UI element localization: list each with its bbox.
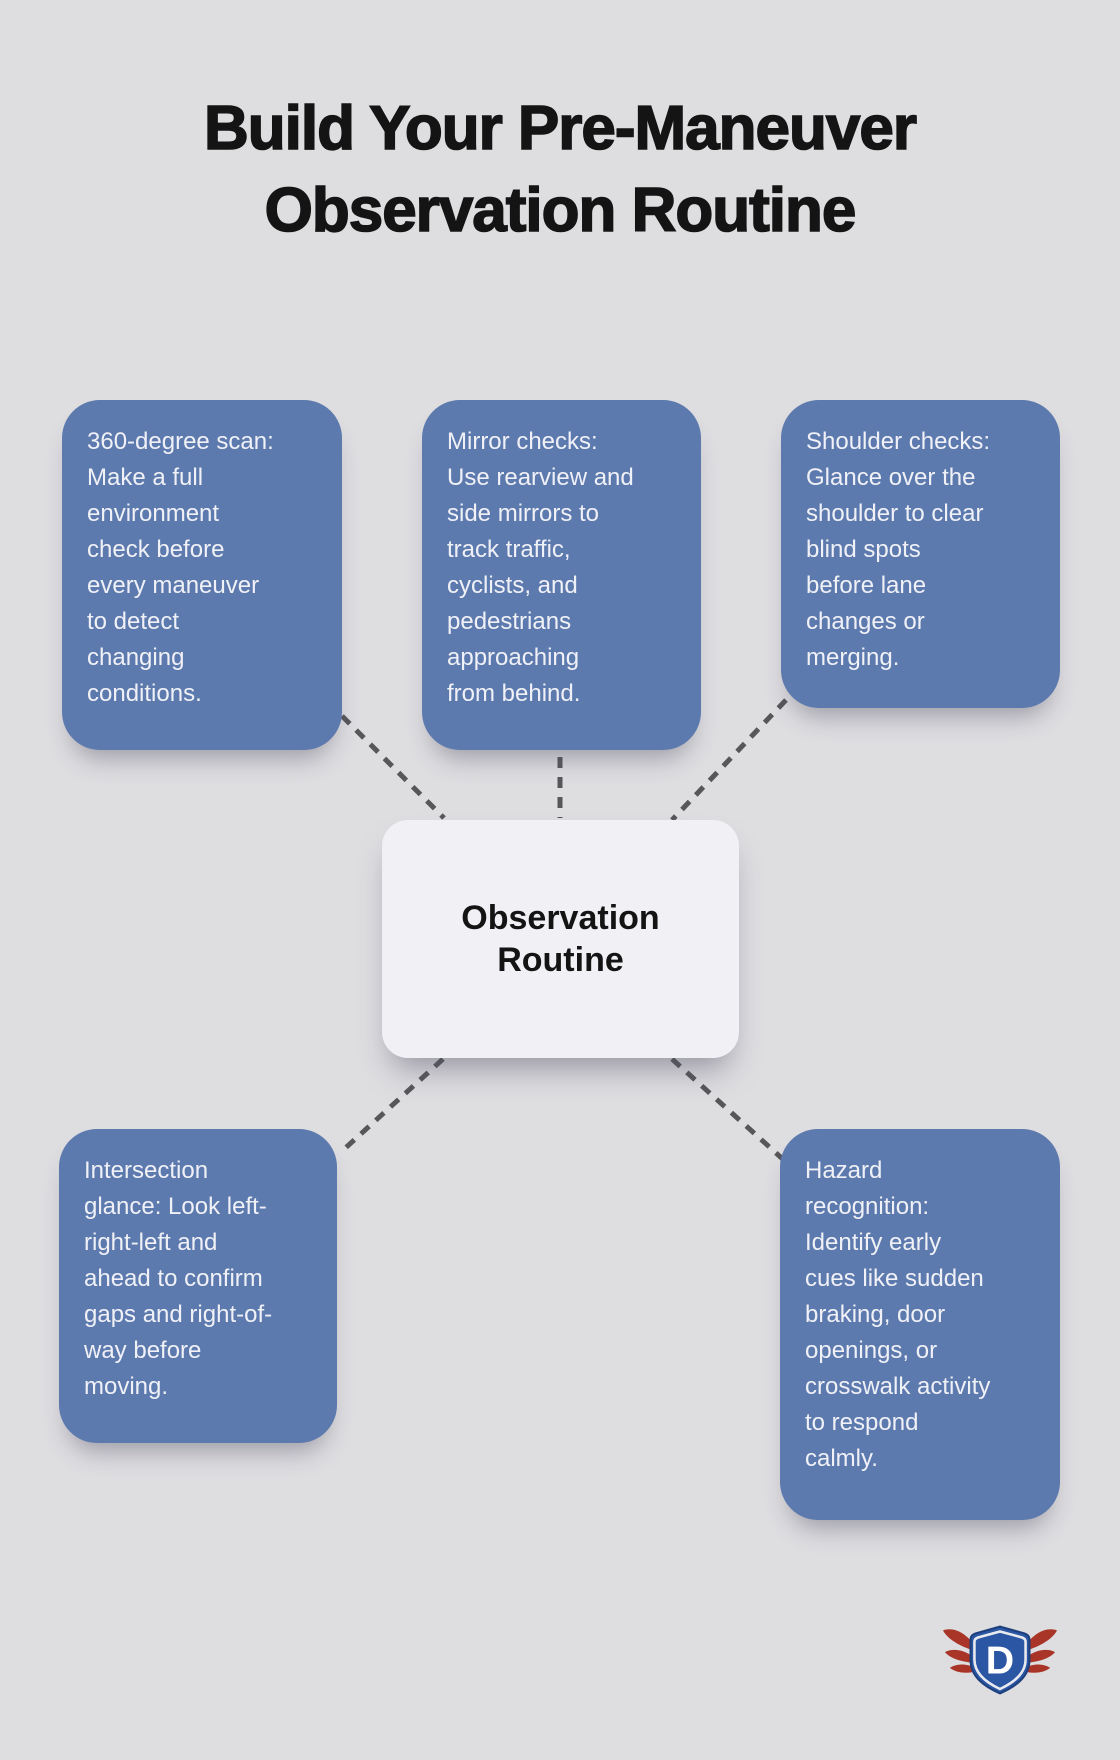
right-wing-icon: [1024, 1629, 1058, 1673]
left-wing-icon: [942, 1629, 976, 1673]
card-intersection-glance-text: Intersection glance: Look left- right-le…: [84, 1157, 273, 1400]
card-mirror-checks-text: Mirror checks: Use rearview and side mir…: [447, 428, 634, 707]
driving-school-shield-logo: D: [942, 1625, 1058, 1695]
card-360-degree-scan: 360-degree scan: Make a full environment…: [62, 400, 342, 750]
card-hazard-recognition: Hazard recognition: Identify early cues …: [780, 1129, 1060, 1520]
connector-center-to-intersection: [339, 1057, 445, 1154]
card-shoulder-checks: Shoulder checks: Glance over the shoulde…: [781, 400, 1060, 708]
center-node-observation-routine: Observation Routine: [382, 820, 739, 1058]
card-shoulder-checks-text: Shoulder checks: Glance over the shoulde…: [806, 428, 991, 671]
shield-icon: [969, 1625, 1031, 1695]
card-intersection-glance: Intersection glance: Look left- right-le…: [59, 1129, 337, 1443]
page-title: Build Your Pre-Maneuver Observation Rout…: [203, 93, 918, 246]
card-mirror-checks: Mirror checks: Use rearview and side mir…: [422, 400, 701, 750]
connector-center-to-hazard: [670, 1057, 788, 1164]
card-hazard-recognition-text: Hazard recognition: Identify early cues …: [805, 1157, 991, 1472]
card-360-degree-scan-text: 360-degree scan: Make a full environment…: [87, 428, 274, 707]
center-node-label: Observation Routine: [461, 899, 660, 979]
logo-letter: D: [986, 1639, 1014, 1683]
